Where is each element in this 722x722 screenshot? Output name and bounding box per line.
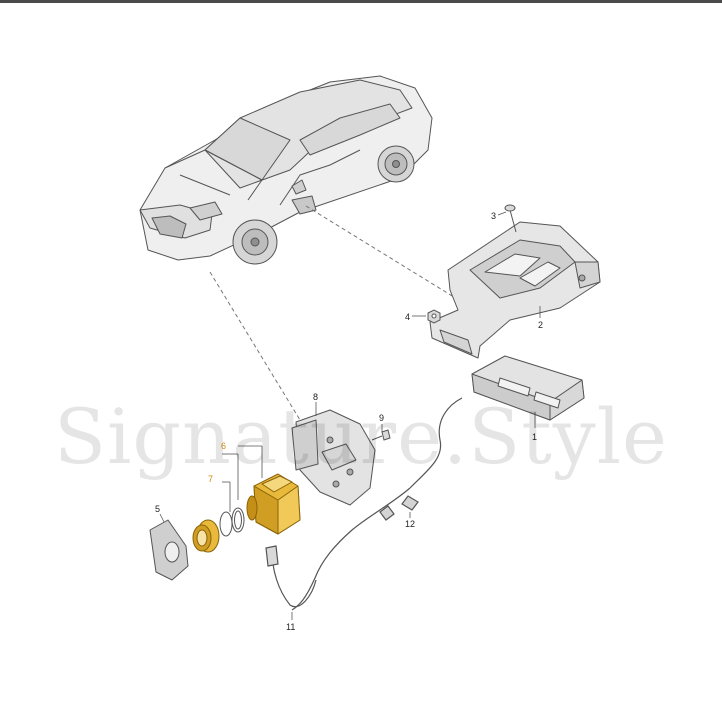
part-7-lens-ring bbox=[192, 519, 220, 553]
callout-9: 9 bbox=[379, 413, 384, 423]
part-8-mounting-plate bbox=[291, 409, 376, 506]
part-4-nut bbox=[427, 309, 441, 324]
callout-11: 11 bbox=[286, 622, 295, 632]
callout-7: 7 bbox=[208, 474, 213, 484]
callout-8: 8 bbox=[313, 392, 318, 402]
callout-1: 1 bbox=[532, 432, 537, 442]
part-3-screw bbox=[504, 204, 517, 233]
callout-4: 4 bbox=[405, 312, 410, 322]
callout-5: 5 bbox=[155, 504, 160, 514]
callout-labels: 1 2 3 4 5 6 7 8 9 11 12 bbox=[155, 211, 543, 632]
callout-12: 12 bbox=[405, 519, 415, 529]
part-11-cable bbox=[265, 545, 317, 608]
callout-2: 2 bbox=[538, 320, 543, 330]
callout-6: 6 bbox=[221, 441, 226, 451]
part-1-control-unit bbox=[471, 355, 585, 421]
top-border bbox=[0, 0, 722, 3]
camera-unit bbox=[246, 473, 301, 535]
car-leader-lines bbox=[209, 205, 463, 421]
callout-3: 3 bbox=[491, 211, 496, 221]
part-2-bracket bbox=[429, 221, 601, 359]
part-5-trim-cover bbox=[149, 519, 189, 581]
callout-leaders bbox=[159, 211, 541, 620]
part-9-screw bbox=[371, 429, 391, 441]
part-12-cable bbox=[291, 397, 463, 611]
car-illustration bbox=[139, 75, 433, 265]
part-6-seal bbox=[219, 507, 245, 537]
